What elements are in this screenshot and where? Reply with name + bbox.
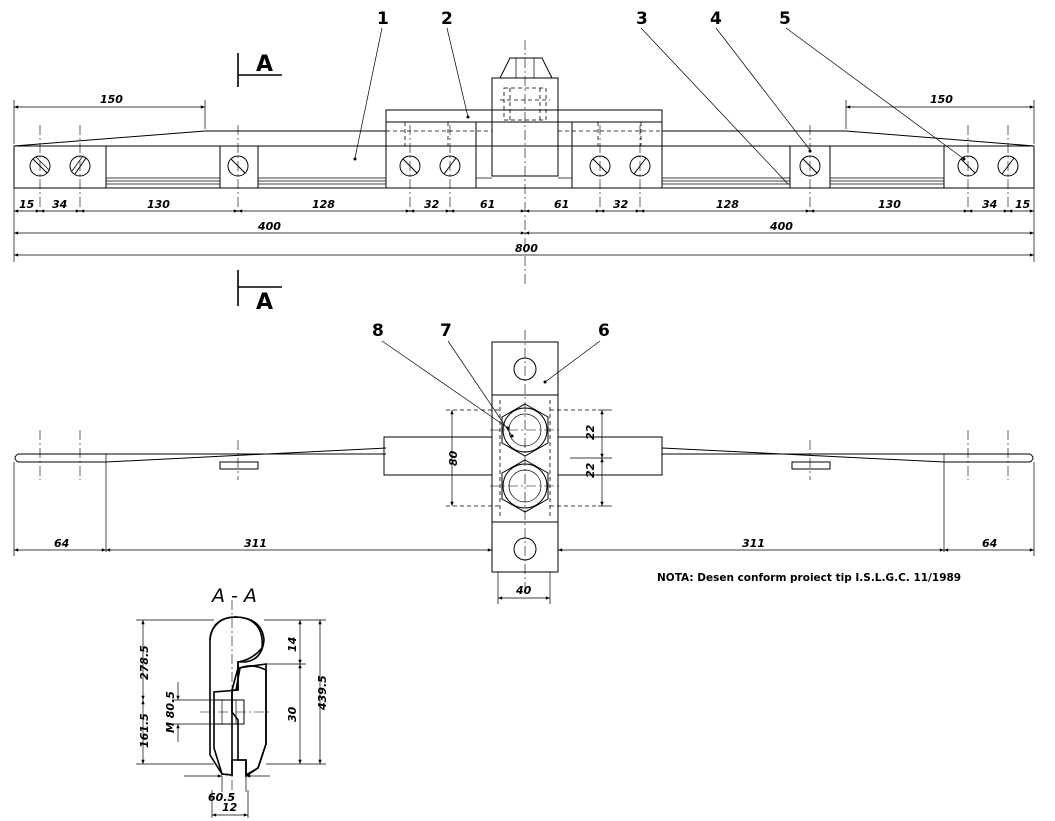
dim-14: 14 <box>286 637 299 652</box>
dim-15-right: 15 <box>1015 198 1031 211</box>
lamination-lines <box>106 177 944 185</box>
dim-40: 40 <box>515 584 532 597</box>
spacer-block-left <box>219 145 259 189</box>
part-callouts-plan: 8 7 6 <box>372 321 610 438</box>
dim-32-left: 32 <box>424 198 440 211</box>
dim-130-right: 130 <box>878 198 901 211</box>
dim-34-left: 34 <box>52 198 67 211</box>
dim-400-right: 400 <box>769 220 793 233</box>
dim-130-left: 130 <box>147 198 170 211</box>
callout-3: 3 <box>636 9 648 29</box>
dim-60-5: 60.5 <box>208 791 235 804</box>
dim-15-left: 15 <box>19 198 35 211</box>
section-marker-top: A <box>237 52 282 87</box>
callout-2: 2 <box>441 9 453 29</box>
dim-34-right: 34 <box>982 198 997 211</box>
section-a-a: A - A 278.5 161.5 M 80.5 14 30 439.5 <box>136 585 329 818</box>
dim-32-right: 32 <box>613 198 629 211</box>
callout-6: 6 <box>598 321 610 341</box>
dim-left-taper: 150 <box>100 93 123 106</box>
dim-128-right: 128 <box>716 198 739 211</box>
dim-311-right: 311 <box>742 537 765 550</box>
end-block-left <box>13 145 107 189</box>
dim-64-right: 64 <box>982 537 997 550</box>
part-callouts-top: 1 2 3 4 5 <box>353 9 966 185</box>
section-marker-bottom: A <box>237 270 282 315</box>
section-marker-top-label: A <box>256 52 273 77</box>
section-title: A - A <box>210 585 257 607</box>
screw-centerlines <box>39 125 1009 215</box>
drawing-note: NOTA: Desen conform proiect tip I.S.L.G.… <box>657 572 961 584</box>
dim-311-left: 311 <box>244 537 267 550</box>
section-marker-bottom-label: A <box>256 290 273 315</box>
dim-800: 800 <box>515 242 538 255</box>
dim-61-left: 61 <box>480 198 495 211</box>
callout-1: 1 <box>377 9 389 29</box>
callout-8: 8 <box>372 321 384 341</box>
dim-400-left: 400 <box>257 220 281 233</box>
callout-7: 7 <box>440 321 452 341</box>
dim-right-taper: 150 <box>930 93 953 106</box>
plan-bolt-upper <box>490 403 560 457</box>
dim-22-upper: 22 <box>584 424 597 440</box>
hex-nut <box>499 57 553 79</box>
dim-161-5: 161.5 <box>138 713 151 748</box>
elevation-dimensions: 150 150 15 34 130 128 32 61 61 32 <box>13 93 1035 262</box>
plan-dimensions: 64 311 311 64 40 22 22 80 <box>13 409 1035 604</box>
dim-12: 12 <box>222 801 238 814</box>
dim-row-1: 15 34 130 128 32 61 61 32 128 130 34 15 <box>14 198 1034 213</box>
plan-bolt-lower <box>490 459 560 513</box>
dim-30: 30 <box>286 706 299 722</box>
dim-128-left: 128 <box>312 198 335 211</box>
dim-278-5: 278.5 <box>138 645 151 680</box>
elevation-view <box>13 40 1035 285</box>
dim-439-5: 439.5 <box>316 675 329 711</box>
callout-5: 5 <box>779 9 791 29</box>
dim-80: 80 <box>447 450 460 466</box>
end-block-right <box>943 145 1035 189</box>
screws <box>29 155 1019 177</box>
dim-m80-5: M 80.5 <box>164 691 177 733</box>
dim-22-lower: 22 <box>584 462 597 478</box>
callout-4: 4 <box>710 9 722 29</box>
dim-61-right: 61 <box>554 198 569 211</box>
dim-64-left: 64 <box>54 537 69 550</box>
plan-view <box>14 330 1034 588</box>
